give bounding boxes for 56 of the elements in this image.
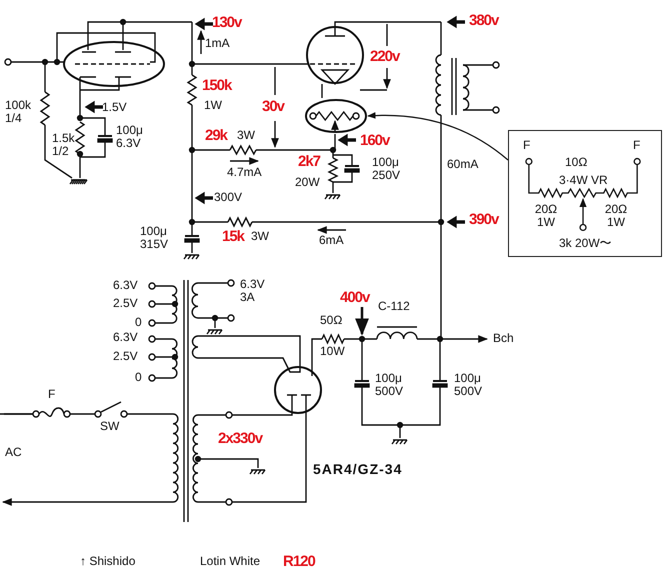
- component-value: 20Ω 1W: [534, 203, 558, 230]
- component-label: C-112: [378, 300, 410, 314]
- component-label: 4.7mA: [227, 166, 262, 180]
- voltage-annotation: 130v: [212, 15, 242, 32]
- component-label: 6mA: [319, 234, 344, 248]
- component-label: 10W: [320, 345, 345, 358]
- component-label: 6.3V: [113, 331, 138, 344]
- component-value: 3·4W VR: [559, 174, 608, 188]
- voltage-annotation: 2x330v: [218, 431, 262, 448]
- component-label: 1.5V: [102, 101, 127, 114]
- component-label: 0: [135, 316, 142, 330]
- voltage-annotation: 390v: [469, 212, 498, 228]
- voltage-annotation: 380v: [469, 13, 498, 30]
- voltage-annotation: 15k: [222, 229, 244, 246]
- component-label: 100μ 250V: [372, 156, 402, 182]
- inset-panel: [508, 130, 662, 257]
- component-value: F: [523, 139, 530, 152]
- component-label: 6.3V: [113, 279, 138, 292]
- leader-line: [367, 112, 508, 160]
- component-label: SW: [100, 420, 120, 434]
- component-label: 3W: [237, 129, 255, 142]
- component-label: 5AR4/GZ-34: [313, 462, 402, 478]
- component-value: 3k 20W〜: [559, 237, 612, 250]
- component-label: 3W: [251, 230, 269, 244]
- component-label: Bch: [493, 332, 514, 346]
- component-label: Lotin White: [200, 555, 260, 568]
- voltage-annotation: 29k: [205, 128, 228, 144]
- voltage-annotation: R120: [283, 554, 315, 570]
- component-label: 100k 1/4: [5, 99, 32, 126]
- voltage-annotation: 220v: [370, 49, 400, 66]
- component-label: 60mA: [447, 158, 478, 172]
- component-label: 20W: [295, 176, 320, 190]
- component-label: 50Ω: [320, 314, 342, 328]
- voltage-annotation: 2k7: [298, 154, 320, 170]
- component-label: 0: [135, 371, 142, 384]
- voltage-annotation: 150k: [202, 78, 232, 94]
- component-label: 6.3V 3A: [240, 278, 266, 304]
- component-label: 1W: [204, 99, 222, 112]
- component-label: AC: [5, 446, 22, 460]
- voltage-annotation: 30v: [262, 99, 284, 116]
- component-label: 1.5k 1/2: [52, 132, 76, 158]
- voltage-annotation: 160v: [360, 133, 390, 150]
- voltage-annotation: 400v: [340, 290, 370, 306]
- component-label: 300V: [214, 191, 242, 204]
- component-label: 100μ 315V: [140, 225, 170, 252]
- component-label: 100μ 500V: [454, 372, 484, 398]
- component-value: 20Ω 1W: [604, 203, 628, 230]
- component-value: 10Ω: [565, 156, 588, 170]
- component-value: F: [633, 139, 640, 152]
- component-label: 1mA: [205, 37, 230, 50]
- component-label: 2.5V: [113, 297, 138, 310]
- component-label: 100μ 6.3V: [116, 124, 144, 150]
- component-label: 2.5V: [113, 350, 138, 364]
- component-label: 100μ 500V: [375, 372, 404, 398]
- component-label: F: [48, 388, 56, 402]
- component-label: ↑ Shishido: [80, 555, 136, 568]
